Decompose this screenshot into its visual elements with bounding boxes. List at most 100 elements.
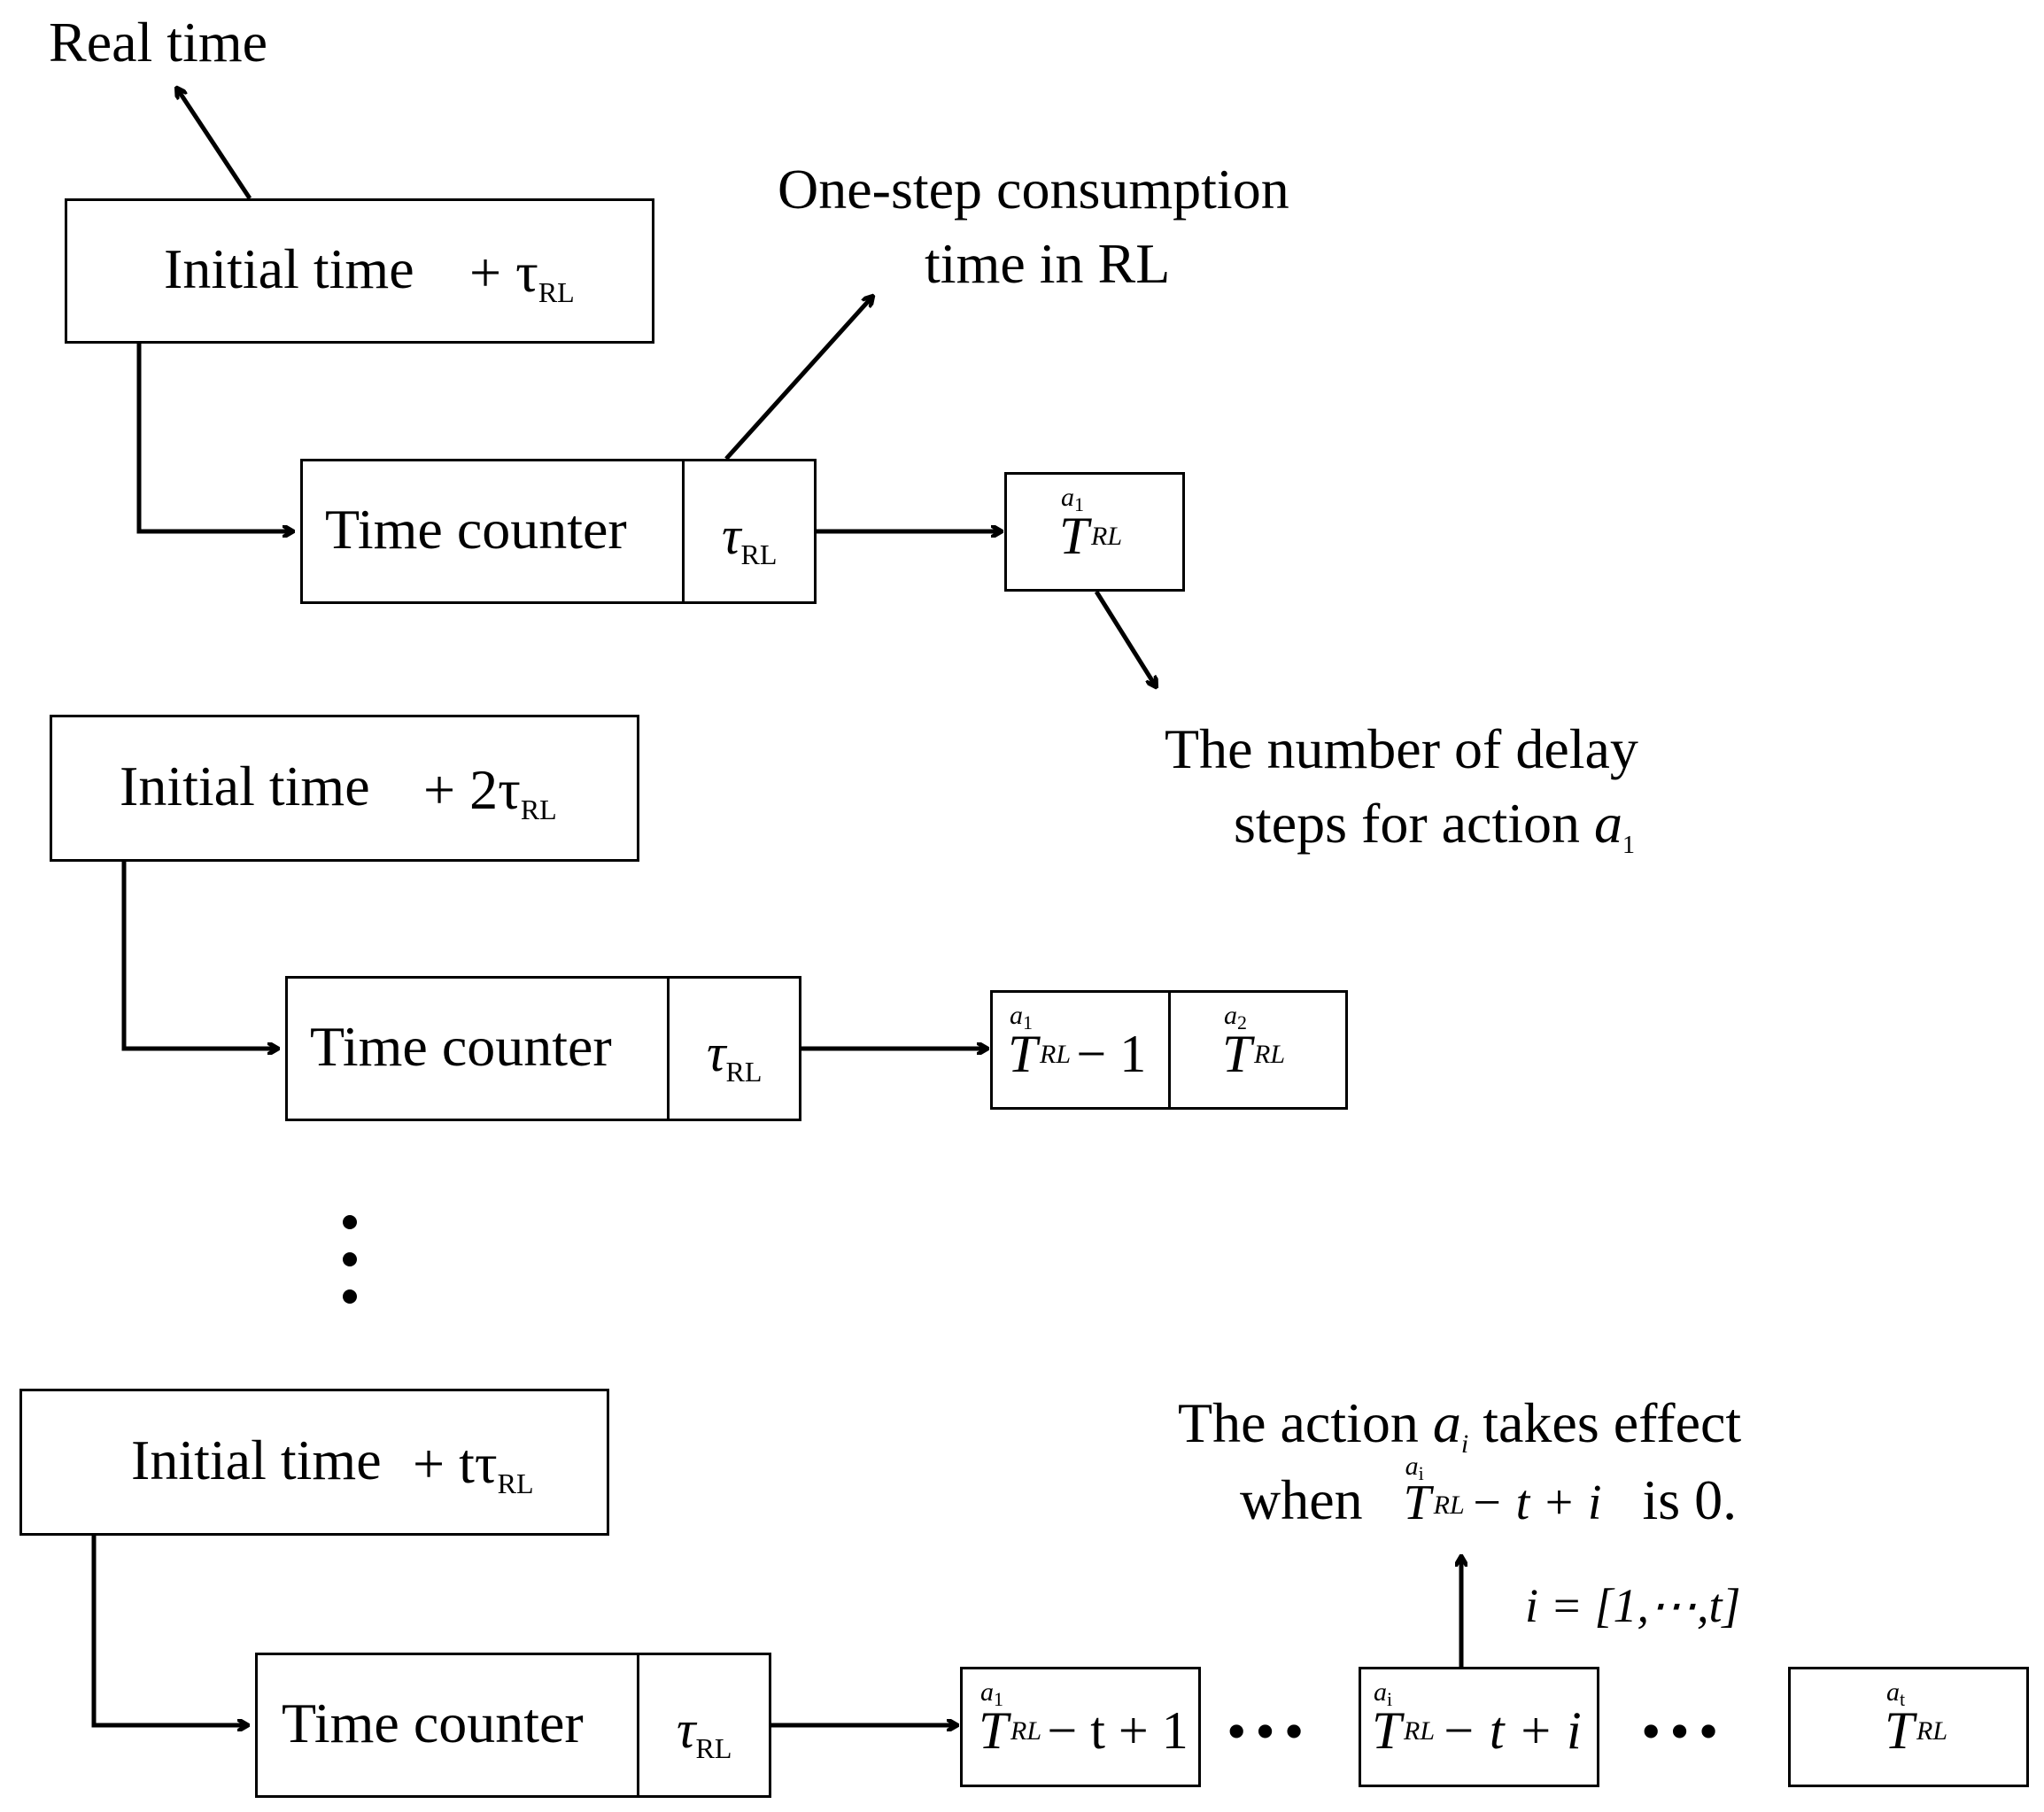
a-idx-2b: 2: [1237, 1011, 1247, 1034]
tau-symbol-3: τ: [677, 1700, 696, 1759]
time-counter-label-1: Time counter: [325, 498, 627, 561]
delay-cell-3i: [1359, 1667, 1599, 1787]
a1-idx: 1: [1622, 832, 1635, 859]
initial-time-suffix-2-text: + 2τ: [423, 758, 521, 821]
delay-arrow: [1094, 590, 1156, 686]
tau-rl-1: τRL: [722, 507, 777, 569]
a-idx-1: 1: [1074, 493, 1084, 515]
one-step-label-line1: One-step consumption: [778, 158, 1289, 221]
effect-label-line1: The action ai takes effect: [1178, 1395, 1741, 1458]
tau-symbol-2: τ: [707, 1024, 726, 1082]
T-symbol-1: T: [1059, 507, 1089, 565]
RL-sub-effect: RL: [1433, 1491, 1465, 1520]
initial-time-suffix-3-text: + tτ: [413, 1432, 498, 1495]
a-sup-3t: a: [1886, 1677, 1900, 1707]
delay-label-line1: The number of delay: [1165, 717, 1638, 780]
a-idx-2a: 1: [1023, 1011, 1033, 1034]
delay-box-1: [1004, 472, 1185, 592]
one-step-label-line2: time in RL: [925, 232, 1171, 295]
tau-sub-cell-1: RL: [740, 538, 778, 570]
a1-symbol: a: [1594, 792, 1622, 855]
ai-symbol: a: [1432, 1391, 1461, 1454]
initial-time-box-2: [50, 715, 639, 862]
initial-time-suffix-3: + tτRL: [413, 1436, 533, 1498]
row2-elbow-arrow: [121, 860, 277, 1049]
effect-line1-b: takes effect: [1483, 1391, 1742, 1454]
delay-cell-2b: [1168, 990, 1348, 1110]
effect-minus-t-plus-i: − t + i: [1469, 1475, 1602, 1530]
vertical-dot-1: [343, 1215, 357, 1229]
time-counter-label-3: Time counter: [282, 1692, 584, 1754]
T-symbol-3i: T: [1372, 1701, 1402, 1760]
ellipsis-1: •••: [1227, 1700, 1313, 1762]
tau-sub-1: RL: [538, 276, 575, 308]
initial-time-label-1: Initial time: [164, 237, 414, 300]
minus-one: − 1: [1076, 1025, 1147, 1083]
real-time-label: Real time: [49, 11, 268, 74]
initial-time-suffix-1: + τRL: [469, 241, 575, 307]
effect-line2-b: is 0.: [1642, 1468, 1738, 1531]
a-sup-1: a: [1061, 483, 1074, 512]
a-sup-2a: a: [1010, 1001, 1023, 1030]
a-idx-3i: i: [1387, 1688, 1393, 1710]
T-symbol-3a: T: [979, 1701, 1009, 1760]
initial-time-suffix-1-text: + τ: [469, 241, 538, 304]
initial-time-label-2: Initial time: [120, 755, 370, 817]
delay-cell-3a: [960, 1667, 1201, 1787]
time-counter-label-2: Time counter: [310, 1015, 612, 1078]
initial-time-box-3: [19, 1389, 609, 1536]
tau-rl-2: τRL: [707, 1024, 762, 1086]
T-symbol-2a: T: [1008, 1025, 1038, 1083]
one-step-arrow: [724, 297, 872, 461]
tau-sub-3: RL: [497, 1467, 534, 1499]
initial-time-box-1: [65, 198, 654, 344]
a-idx-3a: 1: [994, 1688, 1003, 1710]
a-idx-effect: i: [1418, 1462, 1424, 1484]
tau-cell-1: [682, 459, 817, 604]
RL-sub-1: RL: [1091, 522, 1123, 551]
tau-symbol-1: τ: [722, 507, 741, 565]
effect-line2-a: when: [1240, 1468, 1363, 1531]
RL-sub-3t: RL: [1916, 1716, 1948, 1746]
a-sup-3i: a: [1374, 1677, 1387, 1707]
RL-sub-2b: RL: [1254, 1040, 1286, 1069]
tau-cell-3: [637, 1653, 771, 1798]
index-range-label: i = [1,⋯,t]: [1525, 1579, 1741, 1632]
tau-rl-3: τRL: [677, 1700, 732, 1762]
RL-sub-3i: RL: [1404, 1716, 1436, 1746]
ai-idx: i: [1460, 1429, 1469, 1459]
minus-t-plus-i: − t + i: [1440, 1701, 1582, 1760]
T-symbol-2b: T: [1222, 1025, 1252, 1083]
row3-elbow-arrow: [91, 1534, 247, 1725]
tau-sub-2: RL: [520, 794, 557, 825]
delay-label-line2: steps for action a1: [1234, 792, 1635, 858]
tau-sub-cell-2: RL: [725, 1056, 763, 1088]
tau-cell-2: [667, 976, 801, 1121]
delay-label-line2-text: steps for action: [1234, 792, 1580, 855]
a-idx-3t: t: [1900, 1688, 1906, 1710]
a-sup-effect: a: [1405, 1452, 1419, 1481]
initial-time-suffix-2: + 2τRL: [423, 762, 557, 825]
a-sup-2b: a: [1224, 1001, 1237, 1030]
RL-sub-2a: RL: [1040, 1040, 1072, 1069]
T-symbol-3t: T: [1885, 1701, 1915, 1760]
vertical-dot-3: [343, 1289, 357, 1304]
real-time-arrow: [177, 89, 252, 200]
ellipsis-2: •••: [1641, 1700, 1728, 1762]
T-symbol-effect: T: [1403, 1475, 1431, 1530]
row1-elbow-arrow: [136, 342, 292, 531]
initial-time-label-3: Initial time: [131, 1429, 382, 1491]
delay-cell-3t: [1788, 1667, 2029, 1787]
minus-t-plus-one: − t + 1: [1047, 1701, 1188, 1760]
a-sup-3a: a: [980, 1677, 994, 1707]
tau-sub-cell-3: RL: [695, 1732, 732, 1764]
